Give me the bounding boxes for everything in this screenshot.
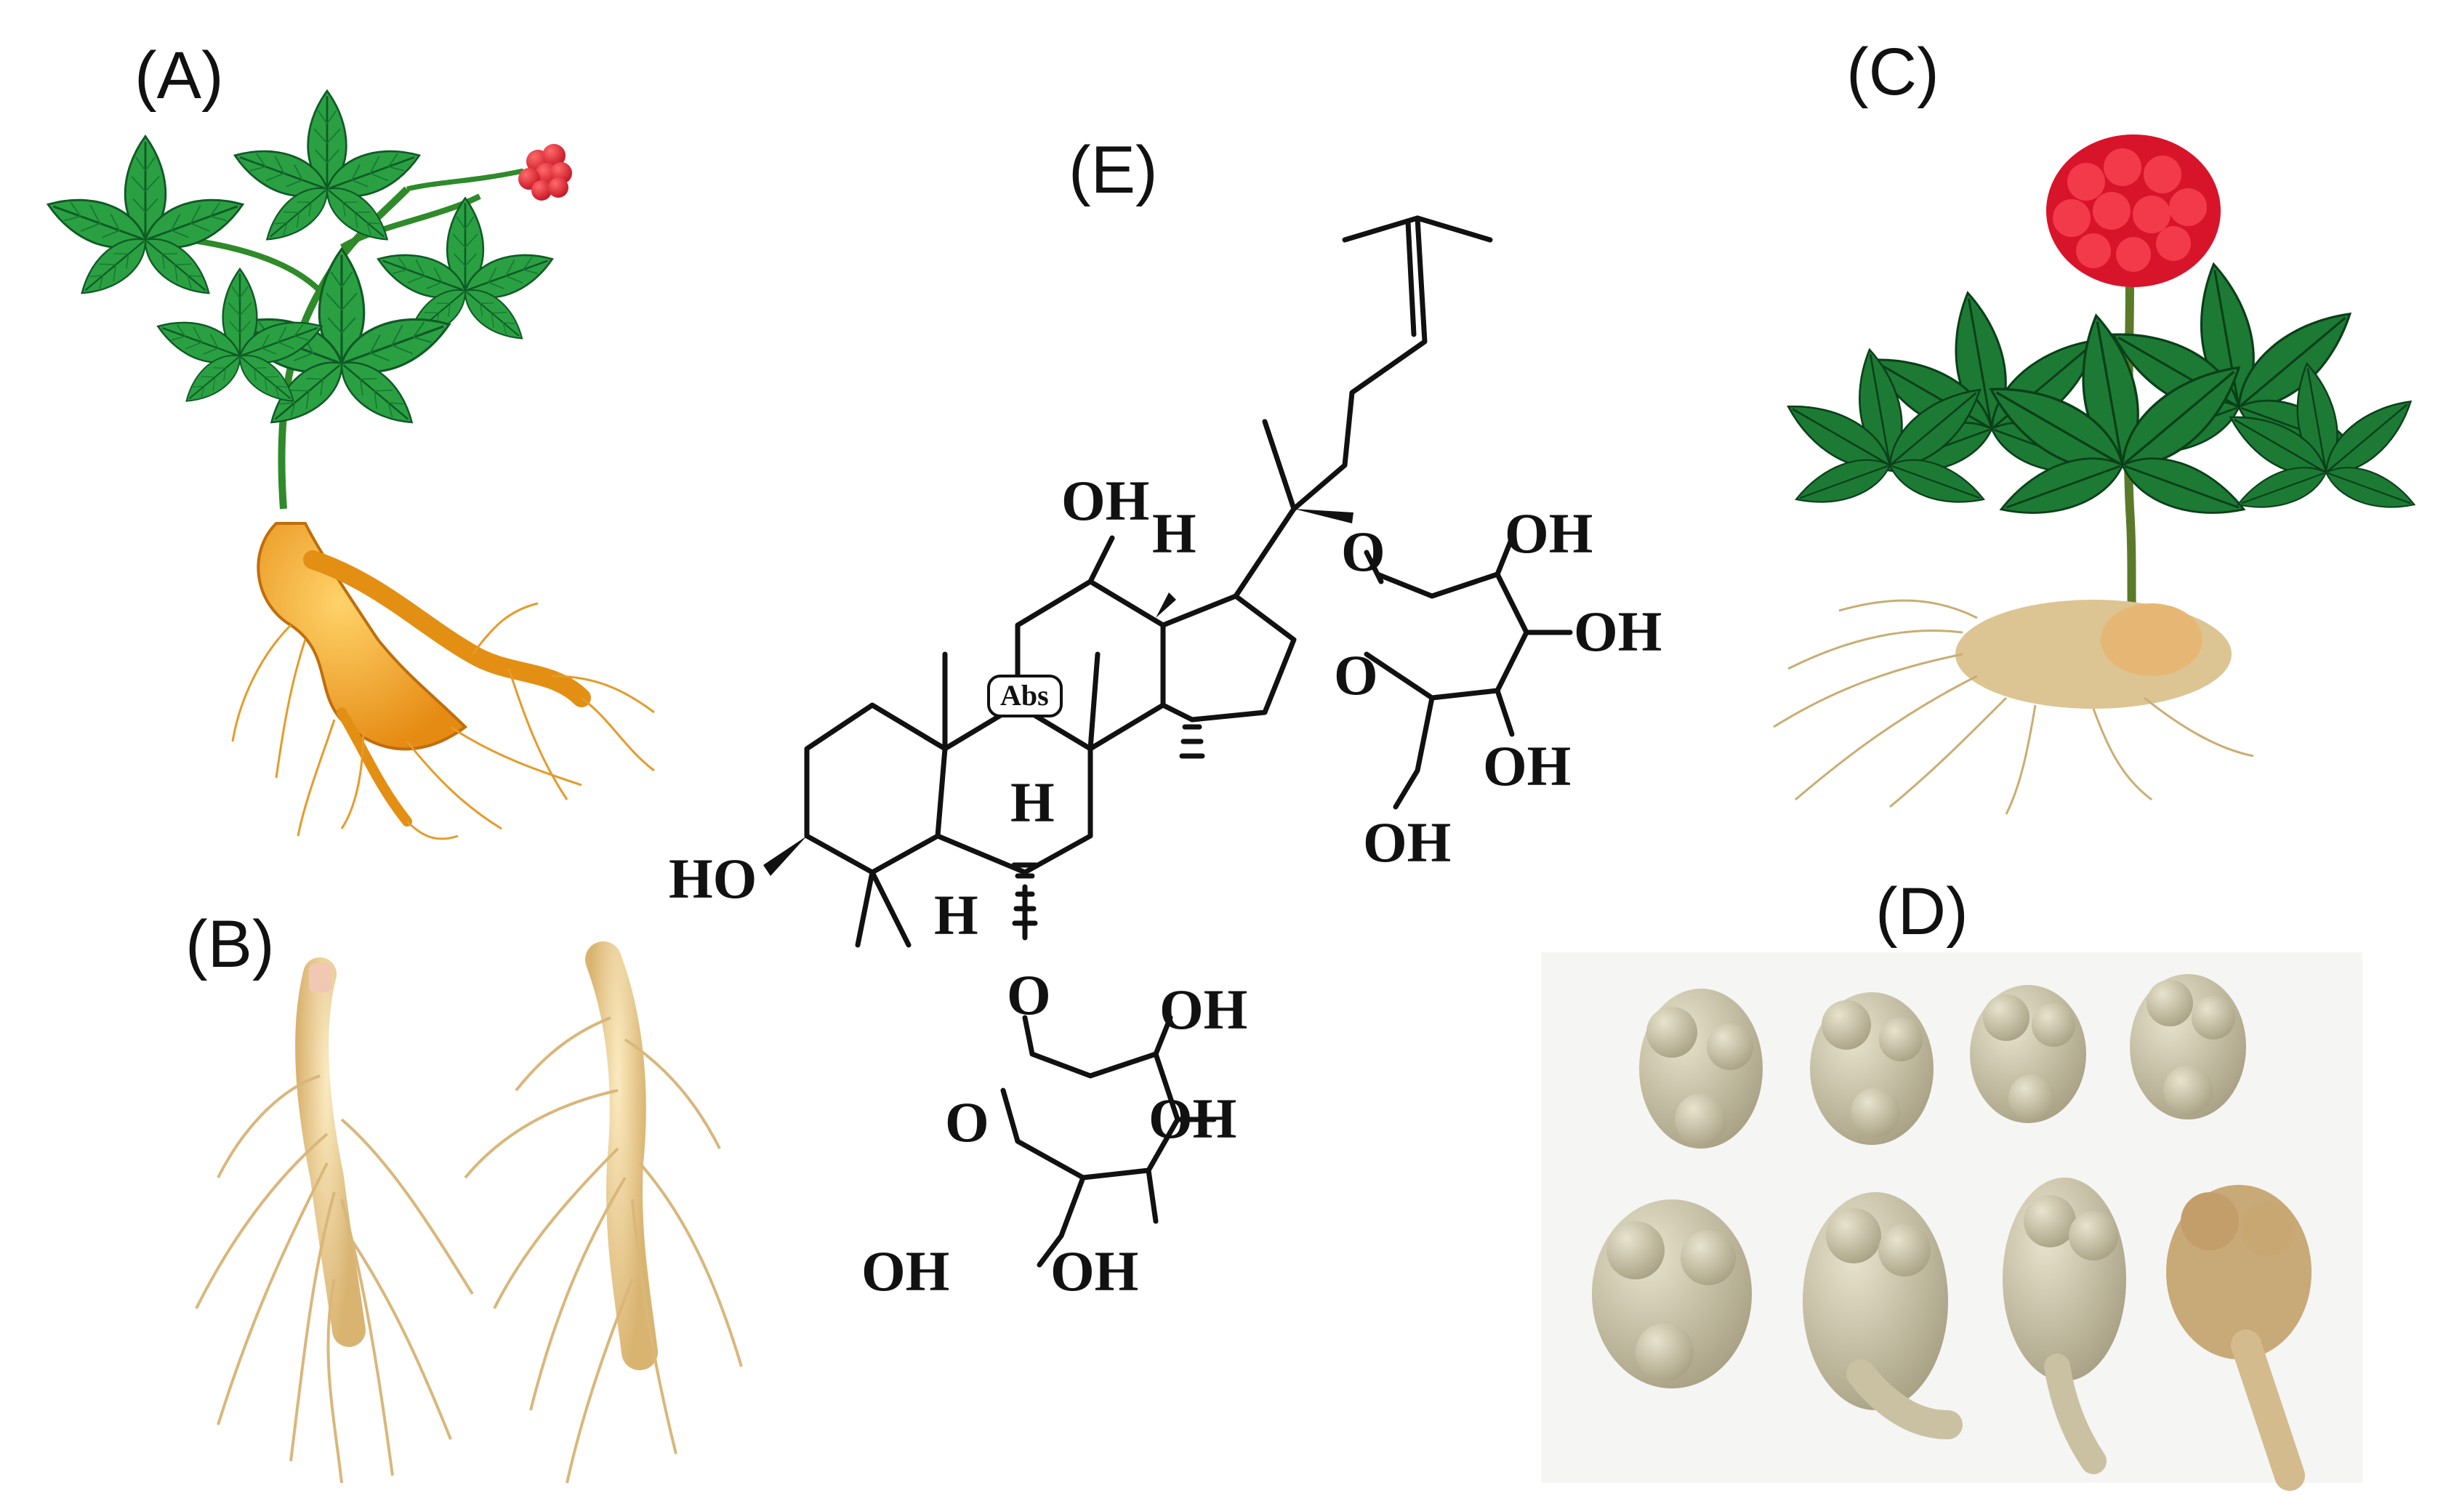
panel-c: (C) (1773, 35, 2423, 815)
orange-root (231, 522, 655, 840)
sugar-1-oh-3: OH (1483, 734, 1571, 797)
sugar-1-oh-2: OH (1574, 600, 1662, 663)
notoginseng-root-mass (1773, 599, 2254, 815)
panel-label-c: (C) (1846, 35, 1939, 109)
label-h-9: H (1010, 771, 1055, 834)
root-6 (1803, 1192, 1963, 1439)
root-2 (1810, 992, 1934, 1145)
ginseng-plant-illustration (41, 91, 655, 840)
label-oh-12: OH (1061, 469, 1149, 532)
root-3 (1970, 985, 2086, 1123)
label-o-6: O (1007, 963, 1051, 1026)
side-chain-bonds (1262, 215, 1493, 512)
root-5 (1592, 1199, 1752, 1388)
root-4 (2130, 974, 2246, 1119)
sugar-2-oh-4: OH (861, 1239, 949, 1303)
sugar-1-oh-1: OH (1505, 502, 1593, 565)
berry-cluster (518, 144, 572, 201)
ring-d (1160, 593, 1297, 723)
ring-a (804, 702, 948, 875)
dried-notoginseng-roots (1592, 974, 2312, 1491)
label-o-20: O (1341, 520, 1385, 583)
substituent-bonds (855, 506, 1297, 948)
sugar-2-ring-o: O (945, 1090, 989, 1154)
wedge-3 (763, 836, 807, 876)
sugar-2-oh-1: OH (1159, 978, 1247, 1041)
ring-c (1015, 579, 1166, 752)
panel-label-e: (E) (1069, 133, 1158, 207)
panel-label-a: (A) (134, 39, 224, 113)
sugar-1-ring (1364, 535, 1573, 810)
sugar-1-oh-4: OH (1363, 811, 1451, 874)
panel-label-b: (B) (185, 907, 275, 981)
abs-badge (987, 675, 1063, 717)
label-h-5: H (934, 883, 978, 946)
label-h-13: H (1152, 502, 1196, 565)
root-8 (2166, 1185, 2312, 1491)
label-abs: Abs (1000, 679, 1049, 712)
wedge-20 (1294, 509, 1353, 523)
panel-e: (E) (669, 133, 1662, 1303)
notoginseng-plant (1773, 134, 2423, 815)
panel-b: (B) (185, 907, 743, 1484)
hash-bonds (1011, 724, 1205, 941)
sugar-1-ring-o: O (1334, 643, 1378, 707)
label-ho-3: HO (669, 847, 757, 910)
panel-label-d: (D) (1875, 874, 1968, 949)
sugar-2-oh-3: OH (1050, 1239, 1138, 1303)
sugar-2-ring (1000, 1015, 1217, 1268)
red-flower-head (2046, 134, 2221, 287)
panel-d: (D) (1541, 874, 2362, 1491)
panel-a: (A) (41, 39, 655, 840)
dried-ginseng-roots (195, 941, 743, 1484)
root-1 (1639, 989, 1763, 1149)
sugar-2-oh-2: OH (1148, 1087, 1236, 1150)
ginsenoside-structure: OH H Abs H H HO O O O OH OH OH OH O OH O… (669, 215, 1662, 1303)
root-7 (2003, 1178, 2126, 1474)
